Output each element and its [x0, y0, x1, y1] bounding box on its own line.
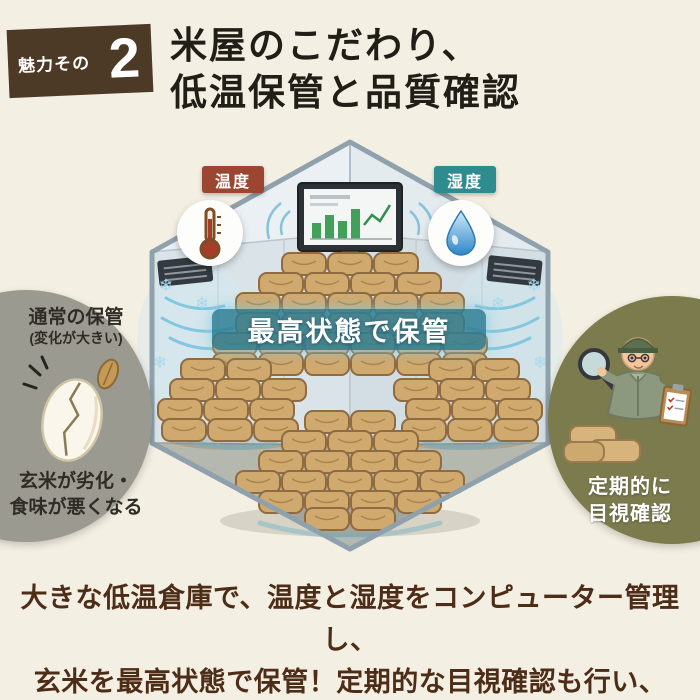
- inspector-body: [597, 367, 675, 420]
- shock-marks: [22, 355, 49, 390]
- appeal-number-badge: 魅力その 2: [6, 23, 154, 99]
- inspector-head: [618, 337, 658, 371]
- title-line-2: 低温保管と品質確認: [170, 72, 521, 114]
- thermometer-icon: [199, 207, 221, 260]
- humidity-icon-circle: [428, 200, 494, 266]
- monitor-chart: [310, 204, 392, 240]
- magnifying-glass-icon: [578, 348, 617, 391]
- deterioration-text-2: 食味が悪くなる: [9, 497, 143, 518]
- paddy-grain: [96, 358, 120, 390]
- snowflake-icon: ❄: [153, 353, 167, 372]
- badge-number: 2: [107, 25, 142, 90]
- page-title: 米屋のこだわり、 低温保管と品質確認: [170, 22, 521, 117]
- inspection-text-1: 定期的に: [588, 476, 672, 498]
- deterioration-text-1: 玄米が劣化・: [18, 471, 133, 492]
- storage-caption: 最高状態で保管: [212, 309, 486, 350]
- cracked-grain: [41, 378, 103, 462]
- snowflake-icon: ❄: [195, 294, 209, 313]
- footer-copy: 大きな低温倉庫で、温度と湿度をコンピューター管理し、 玄米を最高状態で保管！定期…: [0, 578, 700, 700]
- snowflake-icon: ❄: [491, 294, 505, 313]
- footer-line-2: 玄米を最高状態で保管！定期的な目視確認も行い、: [33, 666, 667, 697]
- normal-storage-title: 通常の保管: [28, 307, 124, 328]
- clipboard: [658, 383, 692, 427]
- inspector-illustration: [563, 337, 692, 463]
- warehouse-scene: ❄ ❄ ❄ ❄ ❄ ❄: [137, 139, 563, 552]
- normal-storage-subtitle: (変化が大きい): [29, 330, 123, 346]
- droplet-icon: [446, 209, 476, 256]
- ac-unit-right: [486, 255, 543, 287]
- humidity-badge: 湿度: [434, 166, 496, 193]
- inspection-text-2: 目視確認: [588, 503, 672, 525]
- badge-prefix-label: 魅力その: [17, 53, 91, 76]
- snowflake-icon: ❄: [533, 353, 547, 372]
- snowflake-icon: ❄: [527, 276, 541, 295]
- snowflake-icon: ❄: [159, 276, 173, 295]
- rice-bags: [563, 425, 641, 463]
- snowflake-icons: ❄ ❄ ❄ ❄ ❄ ❄: [153, 276, 547, 372]
- title-line-1: 米屋のこだわり、: [170, 25, 481, 66]
- temperature-badge: 温度: [202, 166, 264, 193]
- hexagon-frame: [149, 139, 551, 552]
- temperature-icon-circle: [177, 200, 243, 266]
- cracked-rice-grain-illustration: [22, 355, 120, 462]
- footer-line-1: 大きな低温倉庫で、温度と湿度をコンピューター管理し、: [20, 583, 680, 655]
